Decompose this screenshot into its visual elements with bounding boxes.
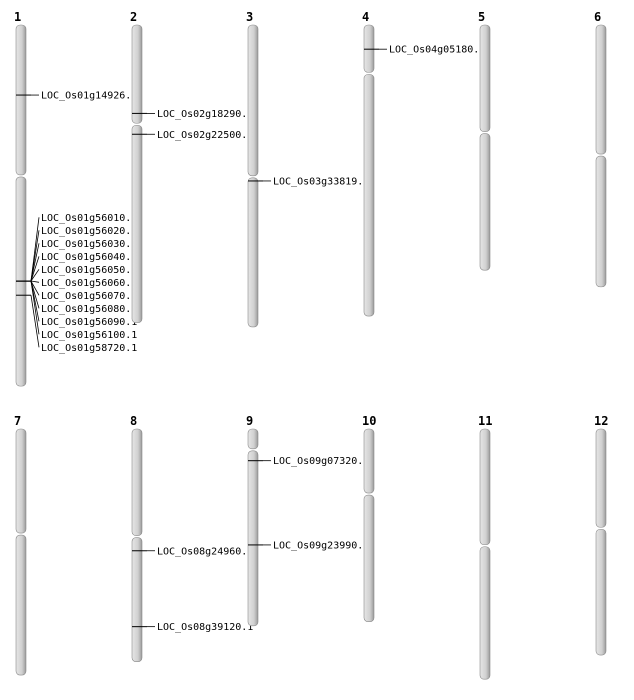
gene-marker: LOC_Os02g22500.1 — [132, 130, 253, 141]
gene-leader — [30, 256, 40, 282]
long-arm — [479, 546, 491, 680]
gene-label: LOC_Os01g56040.1 — [41, 252, 137, 263]
chromosome-7: 7 — [14, 414, 27, 676]
gene-label: LOC_Os02g22500.1 — [157, 130, 253, 141]
chromosome-label: 12 — [594, 414, 608, 428]
gene-label: LOC_Os08g39120.1 — [157, 622, 253, 633]
short-arm — [595, 24, 607, 155]
gene-marker: LOC_Os01g56100.1 — [16, 280, 137, 341]
long-arm — [363, 74, 375, 317]
long-arm — [247, 450, 259, 627]
chromosome-1: 1LOC_Os01g14926.1LOC_Os01g56010.1LOC_Os0… — [14, 10, 137, 387]
short-arm — [131, 428, 143, 536]
short-arm — [479, 24, 491, 132]
gene-label: LOC_Os09g23990.1 — [273, 540, 369, 551]
gene-label: LOC_Os01g58720.1 — [41, 343, 137, 354]
gene-leader — [30, 280, 40, 335]
gene-label: LOC_Os01g56070.1 — [41, 291, 137, 302]
long-arm — [131, 537, 143, 662]
short-arm — [363, 428, 375, 494]
gene-leader — [30, 280, 40, 283]
short-arm — [15, 428, 27, 534]
short-arm — [595, 428, 607, 528]
short-arm — [247, 24, 259, 177]
chromosome-label: 11 — [478, 414, 492, 428]
gene-leader — [30, 230, 40, 282]
gene-marker: LOC_Os01g58720.1 — [16, 294, 137, 354]
gene-label: LOC_Os01g56100.1 — [41, 330, 137, 341]
gene-marker: LOC_Os04g05180.1 — [364, 45, 485, 56]
gene-marker: LOC_Os03g33819.1 — [248, 176, 369, 187]
gene-leader — [30, 280, 40, 296]
short-arm — [247, 428, 259, 450]
long-arm — [15, 534, 27, 676]
gene-leader — [30, 280, 40, 309]
chromosome-label: 8 — [130, 414, 137, 428]
chromosome-5: 5 — [478, 10, 491, 271]
gene-marker: LOC_Os09g23990.1 — [248, 540, 369, 551]
short-arm — [15, 24, 27, 176]
gene-marker: LOC_Os08g24960.1 — [132, 546, 253, 557]
long-arm — [595, 155, 607, 288]
short-arm — [479, 428, 491, 546]
gene-marker: LOC_Os09g07320.1 — [248, 456, 369, 467]
chromosome-label: 9 — [246, 414, 253, 428]
gene-label: LOC_Os01g56060.1 — [41, 278, 137, 289]
gene-leader — [30, 295, 40, 348]
gene-label: LOC_Os01g56050.1 — [41, 265, 137, 276]
gene-label: LOC_Os01g56020.1 — [41, 226, 137, 237]
gene-leader — [30, 269, 40, 282]
gene-label: LOC_Os01g56080.1 — [41, 304, 137, 315]
long-arm — [247, 177, 259, 328]
gene-label: LOC_Os01g56090.1 — [41, 317, 137, 328]
chromosome-label: 4 — [362, 10, 369, 24]
gene-label: LOC_Os09g07320.1 — [273, 456, 369, 467]
chromosome-10: 10 — [362, 414, 376, 622]
long-arm — [595, 528, 607, 656]
gene-label: LOC_Os08g24960.1 — [157, 546, 253, 557]
chromosome-label: 5 — [478, 10, 485, 24]
gene-label: LOC_Os01g56010.1 — [41, 213, 137, 224]
long-arm — [479, 133, 491, 271]
chromosome-6: 6 — [594, 10, 607, 288]
gene-marker: LOC_Os01g14926.1 — [16, 91, 137, 102]
chromosome-label: 10 — [362, 414, 376, 428]
long-arm — [363, 494, 375, 622]
chromosome-label: 7 — [14, 414, 21, 428]
gene-marker: LOC_Os02g18290.1 — [132, 109, 253, 120]
gene-label: LOC_Os03g33819.1 — [273, 176, 369, 187]
chromosome-label: 1 — [14, 10, 21, 24]
gene-leader — [30, 243, 40, 282]
short-arm — [131, 24, 143, 124]
gene-label: LOC_Os02g18290.1 — [157, 109, 253, 120]
chromosome-11: 11 — [478, 414, 492, 680]
chromosome-label: 3 — [246, 10, 253, 24]
chromosome-label: 6 — [594, 10, 601, 24]
long-arm — [131, 124, 143, 324]
chromosome-label: 2 — [130, 10, 137, 24]
gene-label: LOC_Os01g56030.1 — [41, 239, 137, 250]
gene-marker: LOC_Os08g39120.1 — [132, 622, 253, 633]
chromosome-12: 12 — [594, 414, 608, 656]
gene-label: LOC_Os01g14926.1 — [41, 91, 137, 102]
gene-label: LOC_Os04g05180.1 — [389, 45, 485, 56]
